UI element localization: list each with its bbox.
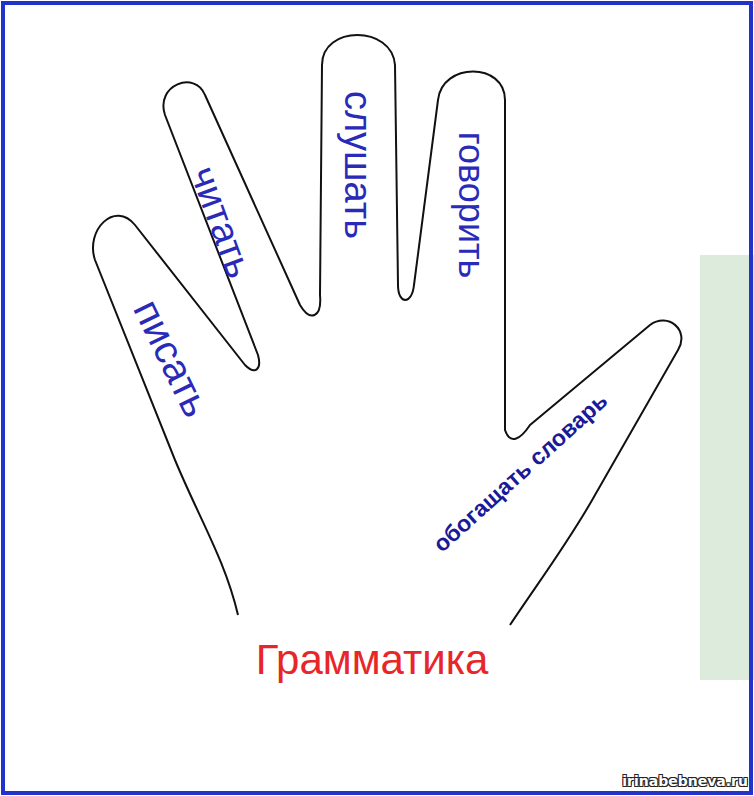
- finger-word: читать: [184, 161, 259, 283]
- blue-frame: [3, 3, 751, 793]
- wrist-word: Грамматика: [256, 639, 489, 681]
- thumb-word: обогащать словарь: [429, 388, 612, 556]
- watermark: irinabebneva.ru: [622, 773, 748, 789]
- hand-line: [93, 35, 681, 625]
- green-panel: [700, 255, 754, 680]
- finger-word: говорить: [453, 132, 489, 278]
- finger-word: слушать: [339, 91, 377, 239]
